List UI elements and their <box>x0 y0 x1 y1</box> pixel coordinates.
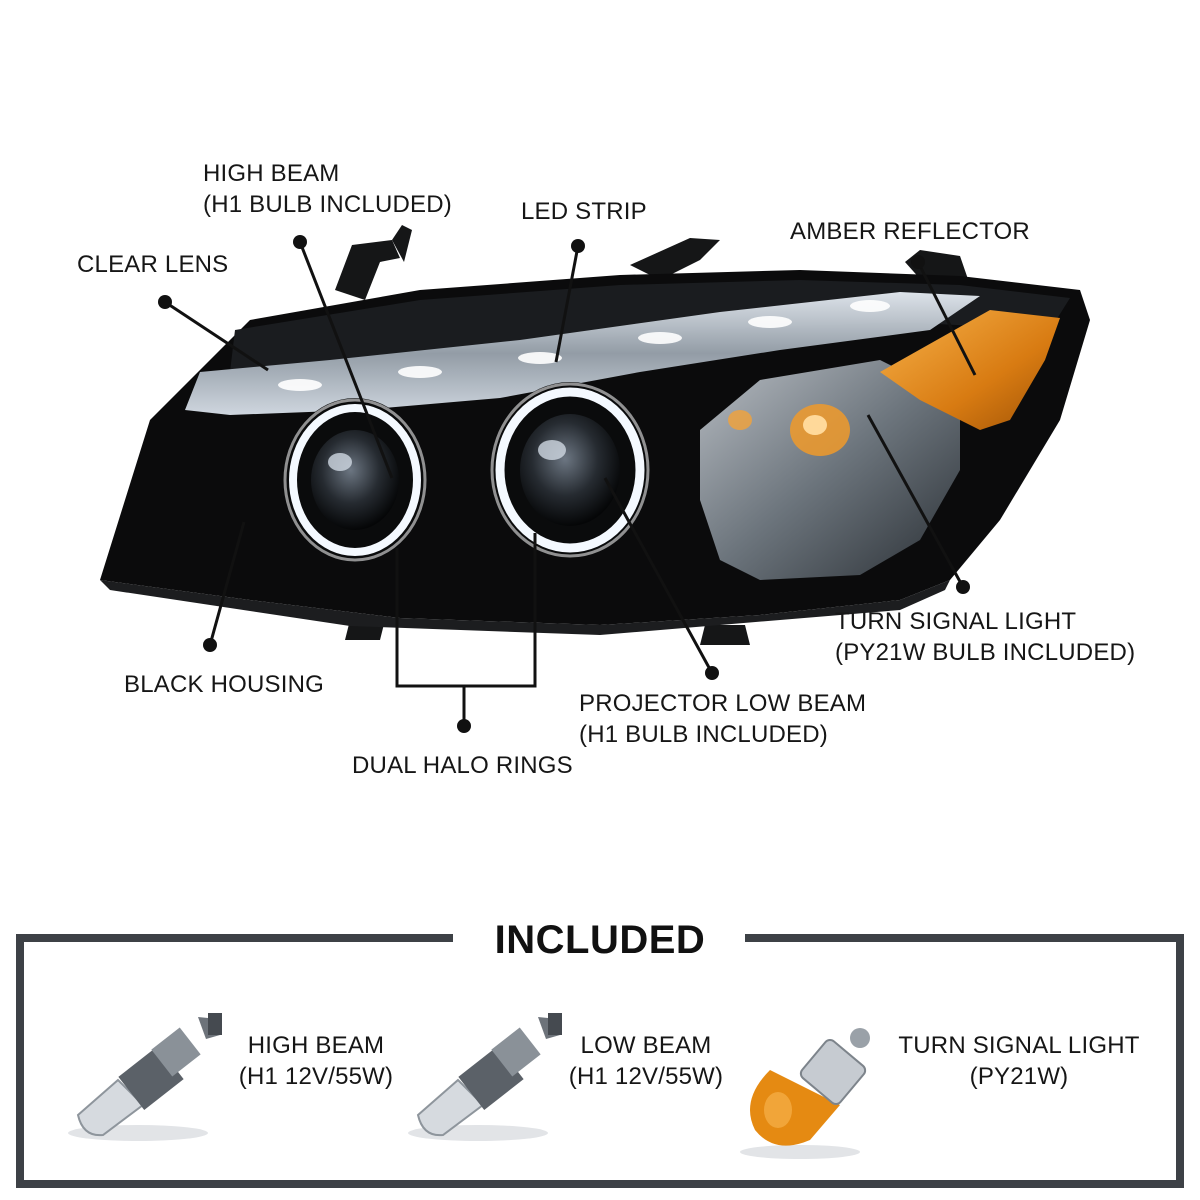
label-high-beam-line1: HIGH BEAM <box>203 160 340 187</box>
label-amber-reflector-text: AMBER REFLECTOR <box>790 218 1030 245</box>
label-led-strip-text: LED STRIP <box>521 198 647 225</box>
callout-dots <box>158 235 970 733</box>
included-item-low-beam-line2: (H1 12V/55W) <box>568 1063 724 1090</box>
h1-bulb-icon-low-beam <box>408 1013 562 1141</box>
label-black-housing-text: BLACK HOUSING <box>124 671 324 698</box>
callout-leaders <box>164 241 977 726</box>
halo-ring-right <box>490 382 650 558</box>
included-frame-top-right <box>745 934 1184 942</box>
label-high-beam: HIGH BEAM (H1 BULB INCLUDED) <box>203 158 452 220</box>
included-frame-right <box>1176 934 1184 1188</box>
label-high-beam-line2: (H1 BULB INCLUDED) <box>203 191 452 218</box>
label-projector-low-beam-line1: PROJECTOR LOW BEAM <box>579 690 867 717</box>
label-clear-lens-text: CLEAR LENS <box>77 251 229 278</box>
label-black-housing: BLACK HOUSING <box>124 669 324 700</box>
halo-ring-left <box>283 398 427 562</box>
label-clear-lens: CLEAR LENS <box>77 249 228 280</box>
label-led-strip: LED STRIP <box>521 196 647 227</box>
label-projector-low-beam: PROJECTOR LOW BEAM (H1 BULB INCLUDED) <box>579 688 866 750</box>
label-turn-signal-line2: (PY21W BULB INCLUDED) <box>835 639 1136 666</box>
label-projector-low-beam-line2: (H1 BULB INCLUDED) <box>579 721 828 748</box>
py21w-bulb-icon <box>740 1028 870 1159</box>
included-item-high-beam: HIGH BEAM (H1 12V/55W) <box>236 1030 396 1092</box>
included-item-low-beam-line1: LOW BEAM <box>580 1032 712 1059</box>
led-strip-highlights <box>278 300 890 391</box>
included-frame-top-left <box>16 934 453 942</box>
label-amber-reflector: AMBER REFLECTOR <box>790 216 1030 247</box>
label-turn-signal: TURN SIGNAL LIGHT (PY21W BULB INCLUDED) <box>835 606 1135 668</box>
included-frame-bottom <box>16 1180 1184 1188</box>
included-item-turn-signal-line2: (PY21W) <box>969 1063 1069 1090</box>
label-turn-signal-line1: TURN SIGNAL LIGHT <box>835 608 1077 635</box>
included-item-high-beam-line1: HIGH BEAM <box>247 1032 385 1059</box>
included-frame-left <box>16 934 24 1188</box>
included-item-turn-signal-line1: TURN SIGNAL LIGHT <box>898 1032 1140 1059</box>
h1-bulb-icon-high-beam <box>68 1013 222 1141</box>
included-title: INCLUDED <box>494 918 706 962</box>
included-item-low-beam: LOW BEAM (H1 12V/55W) <box>566 1030 726 1092</box>
included-item-high-beam-line2: (H1 12V/55W) <box>238 1063 394 1090</box>
headlight-illustration <box>100 225 1090 733</box>
included-item-turn-signal: TURN SIGNAL LIGHT (PY21W) <box>893 1030 1145 1092</box>
label-dual-halo: DUAL HALO RINGS <box>352 750 573 781</box>
turn-signal-chamber <box>700 360 960 580</box>
amber-reflector-shape <box>880 310 1060 430</box>
turn-signal-bulb-glow <box>728 404 850 456</box>
label-dual-halo-text: DUAL HALO RINGS <box>352 752 573 779</box>
